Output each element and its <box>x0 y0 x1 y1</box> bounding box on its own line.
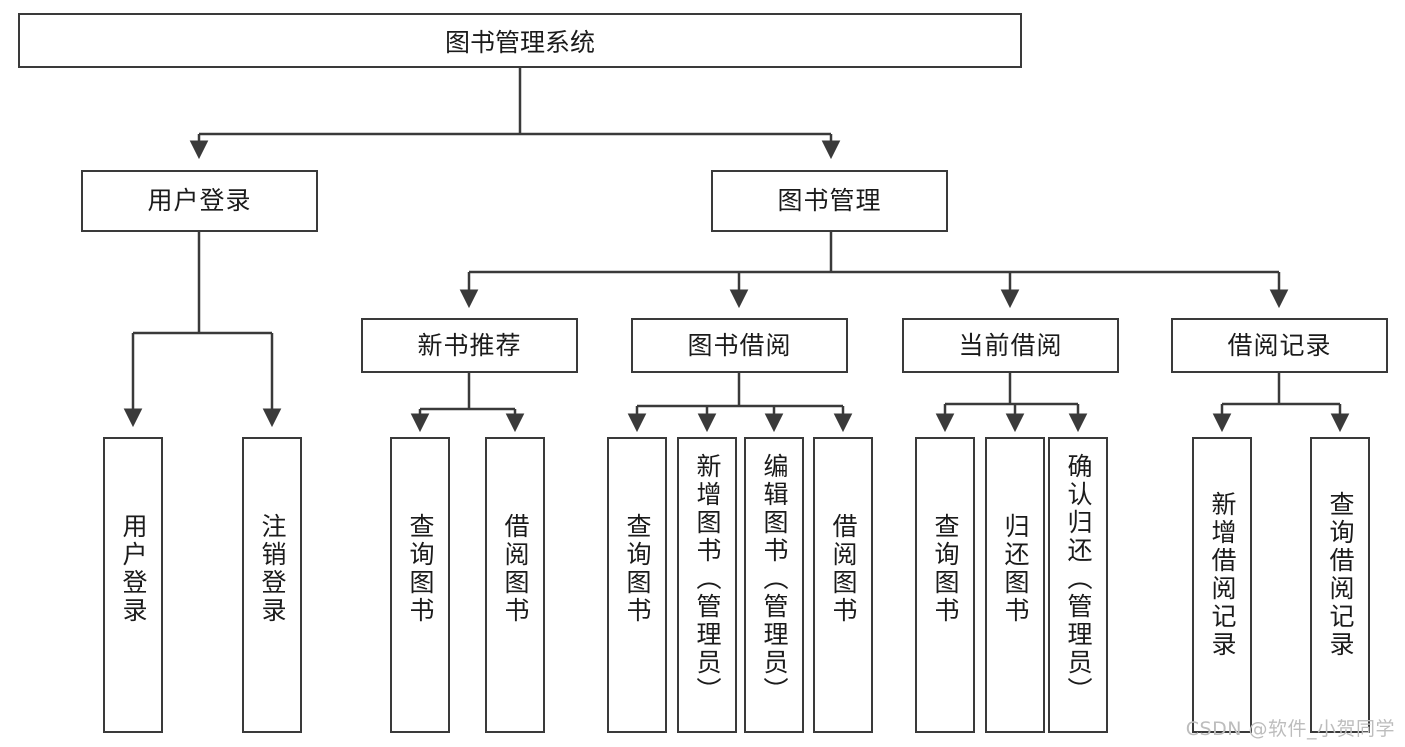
leaf-add-borrow-record-label: 新增借阅记录 <box>1208 491 1237 659</box>
leaf-borrow-book-borrow[interactable]: 借阅图书 <box>813 437 873 733</box>
node-book-management-label: 图书管理 <box>777 186 882 216</box>
leaf-confirm-return-admin[interactable]: 确认归还（管理员） <box>1048 437 1108 733</box>
leaf-confirm-return-admin-label: 确认归还（管理员） <box>1064 453 1093 705</box>
leaf-edit-book-admin-label: 编辑图书（管理员） <box>760 453 789 705</box>
leaf-query-book-borrow-label: 查询图书 <box>623 513 652 625</box>
node-new-book-recommend-label: 新书推荐 <box>417 330 522 360</box>
leaf-add-borrow-record[interactable]: 新增借阅记录 <box>1192 437 1252 733</box>
leaf-query-book-current[interactable]: 查询图书 <box>915 437 975 733</box>
leaf-query-borrow-record[interactable]: 查询借阅记录 <box>1310 437 1370 733</box>
leaf-borrow-book-borrow-label: 借阅图书 <box>829 513 858 625</box>
node-book-management[interactable]: 图书管理 <box>711 170 948 232</box>
leaf-query-book-borrow[interactable]: 查询图书 <box>607 437 667 733</box>
leaf-query-book-newbook[interactable]: 查询图书 <box>390 437 450 733</box>
watermark: CSDN @软件_小贺同学 <box>1185 718 1395 740</box>
leaf-query-book-newbook-label: 查询图书 <box>406 513 435 625</box>
node-book-borrow-label: 图书借阅 <box>687 330 792 360</box>
leaf-add-book-admin-label: 新增图书（管理员） <box>693 453 722 705</box>
node-borrow-record[interactable]: 借阅记录 <box>1171 318 1388 373</box>
node-current-borrow[interactable]: 当前借阅 <box>902 318 1119 373</box>
leaf-query-book-current-label: 查询图书 <box>931 513 960 625</box>
leaf-user-logout[interactable]: 注销登录 <box>242 437 302 733</box>
node-root-label: 图书管理系统 <box>444 27 595 57</box>
node-user-login-label: 用户登录 <box>147 186 252 216</box>
node-user-login[interactable]: 用户登录 <box>81 170 318 232</box>
leaf-query-borrow-record-label: 查询借阅记录 <box>1326 491 1355 659</box>
leaf-user-logout-label: 注销登录 <box>258 513 287 625</box>
leaf-return-book[interactable]: 归还图书 <box>985 437 1045 733</box>
leaf-borrow-book-newbook-label: 借阅图书 <box>501 513 530 625</box>
leaf-borrow-book-newbook[interactable]: 借阅图书 <box>485 437 545 733</box>
leaf-user-login[interactable]: 用户登录 <box>103 437 163 733</box>
node-root-system[interactable]: 图书管理系统 <box>18 13 1022 68</box>
node-current-borrow-label: 当前借阅 <box>958 330 1063 360</box>
node-borrow-record-label: 借阅记录 <box>1227 330 1332 360</box>
leaf-add-book-admin[interactable]: 新增图书（管理员） <box>677 437 737 733</box>
leaf-edit-book-admin[interactable]: 编辑图书（管理员） <box>744 437 804 733</box>
leaf-user-login-label: 用户登录 <box>119 513 148 625</box>
node-book-borrow[interactable]: 图书借阅 <box>631 318 848 373</box>
leaf-return-book-label: 归还图书 <box>1001 513 1030 625</box>
node-new-book-recommend[interactable]: 新书推荐 <box>361 318 578 373</box>
